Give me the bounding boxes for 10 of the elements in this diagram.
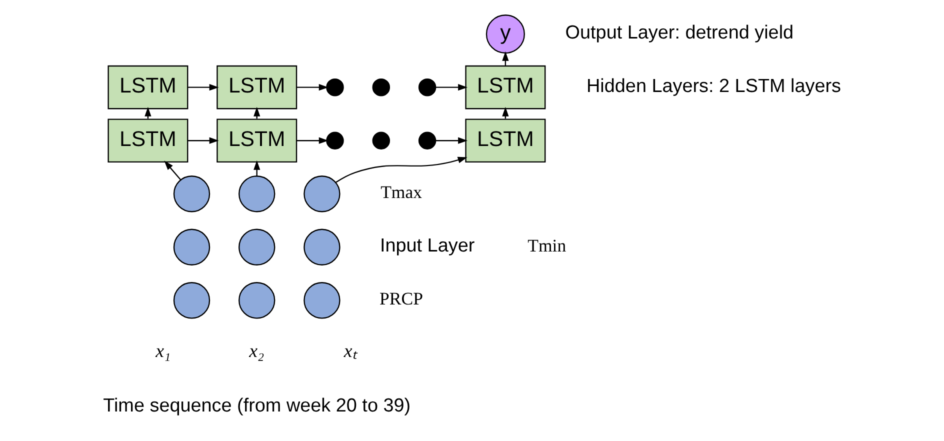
label: Tmax — [380, 182, 422, 202]
label: x₂ — [249, 340, 264, 362]
label: Output Layer: detrend yield — [565, 22, 794, 44]
label: Time sequence (from week 20 to 39) — [103, 395, 411, 416]
label: Hidden Layers: 2 LSTM layers — [586, 76, 842, 97]
label: Tmin — [528, 235, 566, 256]
label: PRCP — [380, 288, 423, 309]
label: xₜ — [344, 340, 356, 362]
label: Input Layer — [380, 236, 475, 257]
label: x₁ — [156, 340, 171, 362]
